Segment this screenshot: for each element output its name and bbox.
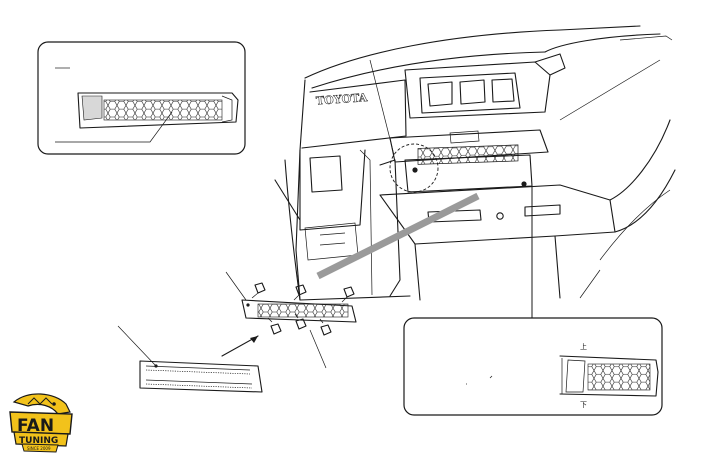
zoom-circle xyxy=(389,143,439,193)
logo-text-fan: FAN xyxy=(17,416,54,436)
label-bottom: 下 xyxy=(580,401,587,409)
guide-arrow xyxy=(316,192,480,280)
brand-badge: TOYOTA xyxy=(315,91,369,108)
svg-text:TOYOTA: TOYOTA xyxy=(316,91,369,108)
mounting-clip xyxy=(293,284,307,301)
label-top: 上 xyxy=(580,343,587,351)
logo-text-since: SINCE 2009 xyxy=(27,446,51,451)
mounting-clip xyxy=(267,317,282,335)
detail-box-bottom-right xyxy=(403,186,663,416)
headlight-cluster xyxy=(404,61,551,119)
mounting-clip xyxy=(251,282,266,299)
installed-hex-grille xyxy=(417,144,519,165)
detail-box-top-left xyxy=(37,41,246,155)
bumper-upper xyxy=(389,129,549,163)
mounting-clip xyxy=(294,313,307,330)
pointer-dot-right xyxy=(521,181,527,187)
truck-front: TOYOTA xyxy=(274,25,676,301)
mounting-clip xyxy=(319,318,332,336)
exploded-grille-insert xyxy=(225,271,357,369)
logo-text-tuning: TUNING xyxy=(19,436,58,446)
mounting-clip xyxy=(341,286,355,303)
tow-hole xyxy=(496,212,504,220)
fan-tuning-logo: FAN TUNING SINCE 2009 xyxy=(9,393,73,453)
fog-lamp-bezel xyxy=(309,155,343,193)
bumper-left-edge xyxy=(295,79,306,301)
hood-edge xyxy=(304,25,641,79)
grille-panel xyxy=(301,79,407,149)
original-grille xyxy=(117,325,263,393)
pointer-dot-left xyxy=(412,167,418,173)
tow-sensor xyxy=(449,130,480,144)
